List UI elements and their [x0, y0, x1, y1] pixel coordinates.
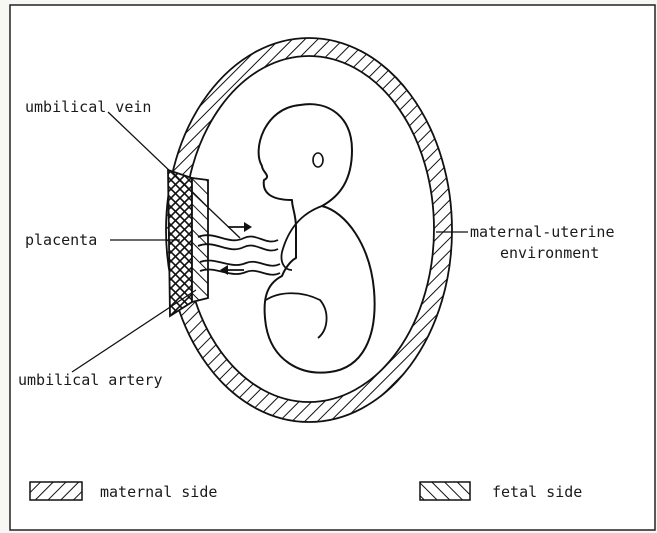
figure-frame	[10, 5, 655, 530]
label-maternal-uterine: maternal-uterine	[470, 223, 615, 241]
label-environment: environment	[500, 244, 599, 262]
placenta	[168, 170, 208, 316]
legend-maternal-label: maternal side	[100, 483, 217, 501]
legend-maternal-swatch	[30, 482, 82, 500]
label-umbilical-artery: umbilical artery	[18, 371, 163, 389]
label-umbilical-vein: umbilical vein	[25, 98, 151, 116]
legend-fetal-label: fetal side	[492, 483, 582, 501]
label-placenta: placenta	[25, 231, 97, 249]
legend-fetal-swatch	[420, 482, 470, 500]
